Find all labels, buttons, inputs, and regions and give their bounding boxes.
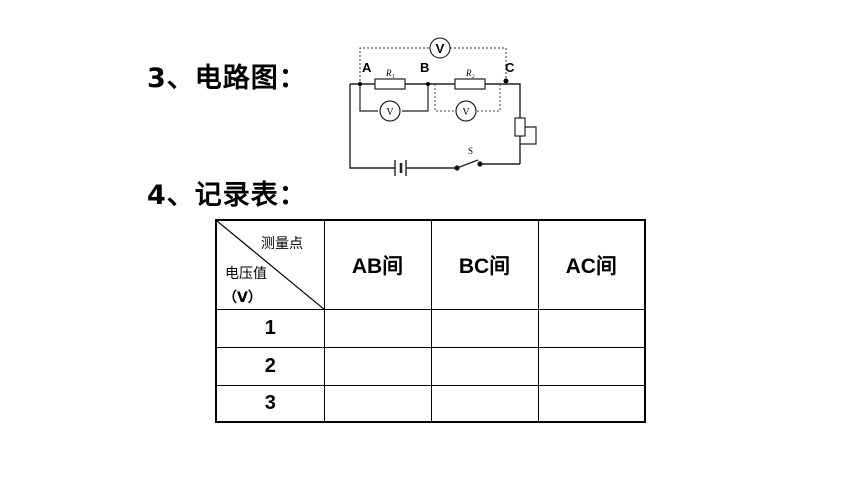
column-header-bc: BC间 — [430, 219, 539, 310]
circuit-diagram: V A B C R₁ R₂ V V — [349, 37, 537, 176]
column-header-ac: AC间 — [537, 219, 646, 310]
voltmeter-r1-wires — [359, 84, 429, 112]
diagonal-divider — [217, 221, 325, 310]
table-row: 1 — [215, 308, 646, 348]
voltmeter-ac-label: V — [436, 41, 445, 56]
row-header-1: 1 — [215, 308, 325, 348]
voltmeter-r2-label: V — [462, 107, 470, 118]
voltmeter-r1-icon — [379, 100, 401, 122]
corner-label-voltage: 电压值 — [225, 266, 267, 282]
cell-2-ab — [323, 346, 432, 386]
switch-icon — [454, 159, 483, 171]
table-header-row: 测量点 电压值 （V） AB间 BC间 AC间 — [215, 219, 646, 310]
row-header-3: 3 — [215, 384, 325, 423]
cell-2-bc — [430, 346, 539, 386]
table-row: 3 — [215, 384, 646, 423]
corner-label-measure-point: 测量点 — [261, 236, 303, 252]
point-c-label: C — [505, 60, 515, 75]
switch-label: S — [468, 146, 473, 156]
main-wires — [349, 83, 521, 169]
point-a-label: A — [362, 60, 372, 75]
cell-2-ac — [537, 346, 646, 386]
battery-icon — [394, 160, 407, 176]
table-row: 2 — [215, 346, 646, 386]
voltmeter-r2-wires — [434, 84, 501, 112]
heading-circuit-diagram: 3、电路图： — [147, 63, 307, 94]
heading-record-table: 4、记录表： — [147, 180, 307, 211]
voltmeter-r2-icon — [455, 100, 477, 122]
cell-1-ac — [537, 308, 646, 348]
column-header-ab: AB间 — [323, 219, 432, 310]
cell-3-ab — [323, 384, 432, 423]
resistor-r2-label: R₂ — [465, 68, 475, 78]
voltmeter-ac-icon — [429, 37, 451, 59]
corner-label-unit: （V） — [223, 290, 262, 306]
top-voltmeter-wires — [359, 47, 507, 81]
point-b-label: B — [420, 60, 429, 75]
resistor-r1-label: R₁ — [385, 68, 395, 78]
row-header-2: 2 — [215, 346, 325, 386]
cell-1-bc — [430, 308, 539, 348]
rheostat-icon — [514, 117, 526, 137]
cell-1-ab — [323, 308, 432, 348]
cell-3-ac — [537, 384, 646, 423]
cell-3-bc — [430, 384, 539, 423]
corner-header-cell: 测量点 电压值 （V） — [215, 219, 325, 310]
resistor-r2-icon — [454, 78, 486, 90]
voltmeter-r1-label: V — [386, 107, 394, 118]
record-table: 测量点 电压值 （V） AB间 BC间 AC间 1 2 3 — [215, 219, 646, 423]
resistor-r1-icon — [374, 78, 406, 90]
